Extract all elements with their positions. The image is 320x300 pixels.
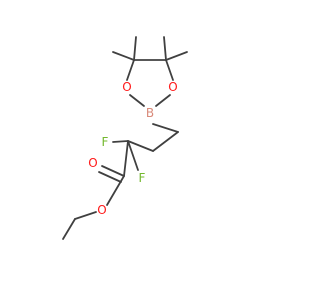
bonds bbox=[62, 36, 188, 240]
atom-oxygen-carbonyl: O bbox=[88, 156, 97, 170]
bond-c3-flower bbox=[127, 140, 139, 171]
bond-b-oleft bbox=[129, 94, 145, 107]
bond-c4-ocarbonyl-2 bbox=[98, 171, 122, 183]
atom-fluorine-upper: F bbox=[102, 135, 109, 149]
bond-c1-c2 bbox=[152, 131, 179, 152]
bond-c3-fupper bbox=[112, 140, 129, 143]
structure-diagram: B O O F F O O bbox=[62, 36, 188, 240]
bond-oleft-c bbox=[126, 59, 135, 81]
bond-c2-c3 bbox=[127, 140, 154, 152]
bond-c4-oester bbox=[106, 175, 125, 206]
structure-canvas: B O O F F O O bbox=[62, 36, 188, 240]
bond-c4-ocarbonyl-1 bbox=[101, 165, 125, 177]
atom-boron: B bbox=[146, 106, 154, 120]
bond-b-oright bbox=[155, 94, 171, 107]
bond-methyl-3 bbox=[165, 51, 188, 61]
bond-c3-c4 bbox=[123, 140, 129, 177]
bond-methyl-4 bbox=[163, 36, 167, 61]
bond-b-c1 bbox=[152, 123, 179, 133]
atom-fluorine-lower: F bbox=[139, 171, 146, 185]
bond-methyl-1 bbox=[112, 51, 135, 61]
bond-oester-ch2 bbox=[74, 211, 97, 220]
atom-oxygen-right: O bbox=[168, 80, 177, 94]
atom-oxygen-ester: O bbox=[97, 203, 106, 217]
bond-methyl-2 bbox=[133, 36, 137, 61]
atom-oxygen-left: O bbox=[122, 80, 131, 94]
bond-ch2-ch3 bbox=[62, 218, 76, 240]
bond-oright-c bbox=[165, 59, 174, 81]
atom-labels: B O O F F O O bbox=[88, 80, 177, 217]
